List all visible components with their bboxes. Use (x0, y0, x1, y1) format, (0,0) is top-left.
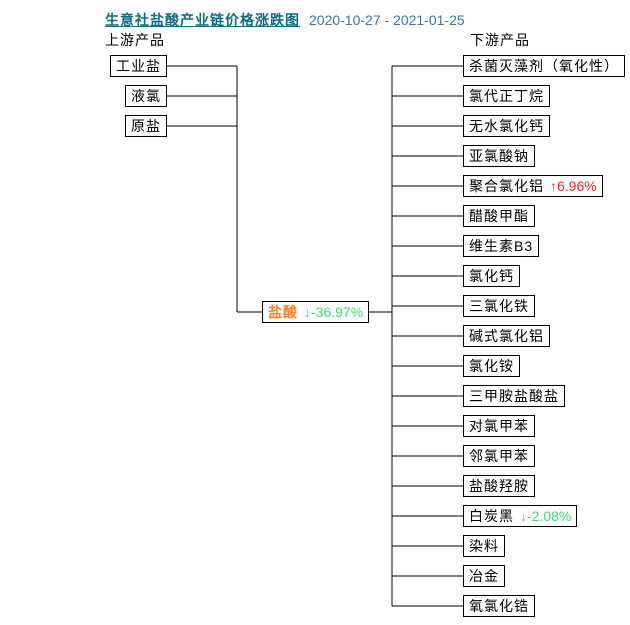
downstream-box-n-butyl-chloride[interactable]: 氯代正丁烷 (463, 85, 550, 107)
page-title: 生意社盐酸产业链价格涨跌图 2020-10-27 - 2021-01-25 (105, 10, 465, 30)
downstream-box-zirconium-oxychloride[interactable]: 氧氯化锆 (463, 595, 535, 617)
change-value: 6.96% (557, 178, 597, 194)
downstream-box-polyaluminium-chloride[interactable]: 聚合氯化铝 ↑6.96% (463, 175, 603, 197)
downstream-box-anhydrous-calcium-chloride[interactable]: 无水氯化钙 (463, 115, 550, 137)
upstream-label: 上游产品 (105, 32, 165, 48)
downstream-box-sodium-chlorite[interactable]: 亚氯酸钠 (463, 145, 535, 167)
product-label: 三氯化铁 (469, 298, 529, 314)
downstream-box-hydroxylamine-hydrochloride[interactable]: 盐酸羟胺 (463, 475, 535, 497)
change-value: -2.08% (527, 508, 572, 524)
product-label: 维生素B3 (469, 238, 534, 254)
up-arrow-icon: ↑ (550, 178, 557, 194)
product-label: 盐酸 (268, 304, 298, 320)
downstream-box-dyes[interactable]: 染料 (463, 535, 505, 557)
product-label: 对氯甲苯 (469, 418, 529, 434)
product-label: 无水氯化钙 (469, 118, 544, 134)
product-label: 邻氯甲苯 (469, 448, 529, 464)
product-label: 醋酸甲酯 (469, 208, 529, 224)
product-label: 工业盐 (116, 58, 161, 74)
product-label: 白炭黑 (469, 508, 514, 524)
downstream-box-o-chlorotoluene[interactable]: 邻氯甲苯 (463, 445, 535, 467)
upstream-box-liquid-chlorine[interactable]: 液氯 (125, 85, 167, 107)
product-label: 冶金 (469, 568, 499, 584)
product-label: 聚合氯化铝 (469, 178, 544, 194)
product-label: 盐酸羟胺 (469, 478, 529, 494)
downstream-box-bactericide-algaecide-oxidizing[interactable]: 杀菌灭藻剂（氧化性） (463, 55, 625, 77)
downstream-label: 下游产品 (470, 32, 530, 48)
product-label: 氯化钙 (469, 268, 514, 284)
product-label: 液氯 (131, 88, 161, 104)
downstream-box-p-chlorotoluene[interactable]: 对氯甲苯 (463, 415, 535, 437)
upstream-box-raw-salt[interactable]: 原盐 (125, 115, 167, 137)
downstream-box-basic-aluminum-chloride[interactable]: 碱式氯化铝 (463, 325, 550, 347)
down-arrow-icon: ↓ (520, 508, 527, 524)
product-label: 氯代正丁烷 (469, 88, 544, 104)
product-label: 亚氯酸钠 (469, 148, 529, 164)
change-badge-up: ↑6.96% (550, 178, 597, 194)
product-label: 碱式氯化铝 (469, 328, 544, 344)
center-box-hydrochloric-acid[interactable]: 盐酸 ↓-36.97% (262, 301, 370, 323)
downstream-box-vitamin-b3[interactable]: 维生素B3 (463, 235, 540, 257)
product-label: 杀菌灭藻剂（氧化性） (469, 58, 619, 74)
downstream-box-silica[interactable]: 白炭黑 ↓-2.08% (463, 505, 578, 527)
downstream-box-ammonium-chloride[interactable]: 氯化铵 (463, 355, 520, 377)
product-label: 氧氯化锆 (469, 598, 529, 614)
title-link[interactable]: 生意社盐酸产业链价格涨跌图 (105, 12, 300, 28)
change-badge-down: ↓-2.08% (520, 508, 571, 524)
upstream-box-industrial-salt[interactable]: 工业盐 (110, 55, 167, 77)
product-label: 氯化铵 (469, 358, 514, 374)
product-label: 染料 (469, 538, 499, 554)
product-label: 原盐 (131, 118, 161, 134)
product-label: 三甲胺盐酸盐 (469, 388, 559, 404)
downstream-box-trimethylamine-hydrochloride[interactable]: 三甲胺盐酸盐 (463, 385, 565, 407)
change-badge-down: ↓-36.97% (304, 304, 363, 320)
downstream-box-methyl-acetate[interactable]: 醋酸甲酯 (463, 205, 535, 227)
downstream-box-ferric-chloride[interactable]: 三氯化铁 (463, 295, 535, 317)
title-date-range: 2020-10-27 - 2021-01-25 (309, 12, 465, 28)
downstream-box-calcium-chloride[interactable]: 氯化钙 (463, 265, 520, 287)
change-value: -36.97% (311, 304, 364, 320)
downstream-box-metallurgy[interactable]: 冶金 (463, 565, 505, 587)
down-arrow-icon: ↓ (304, 304, 311, 320)
